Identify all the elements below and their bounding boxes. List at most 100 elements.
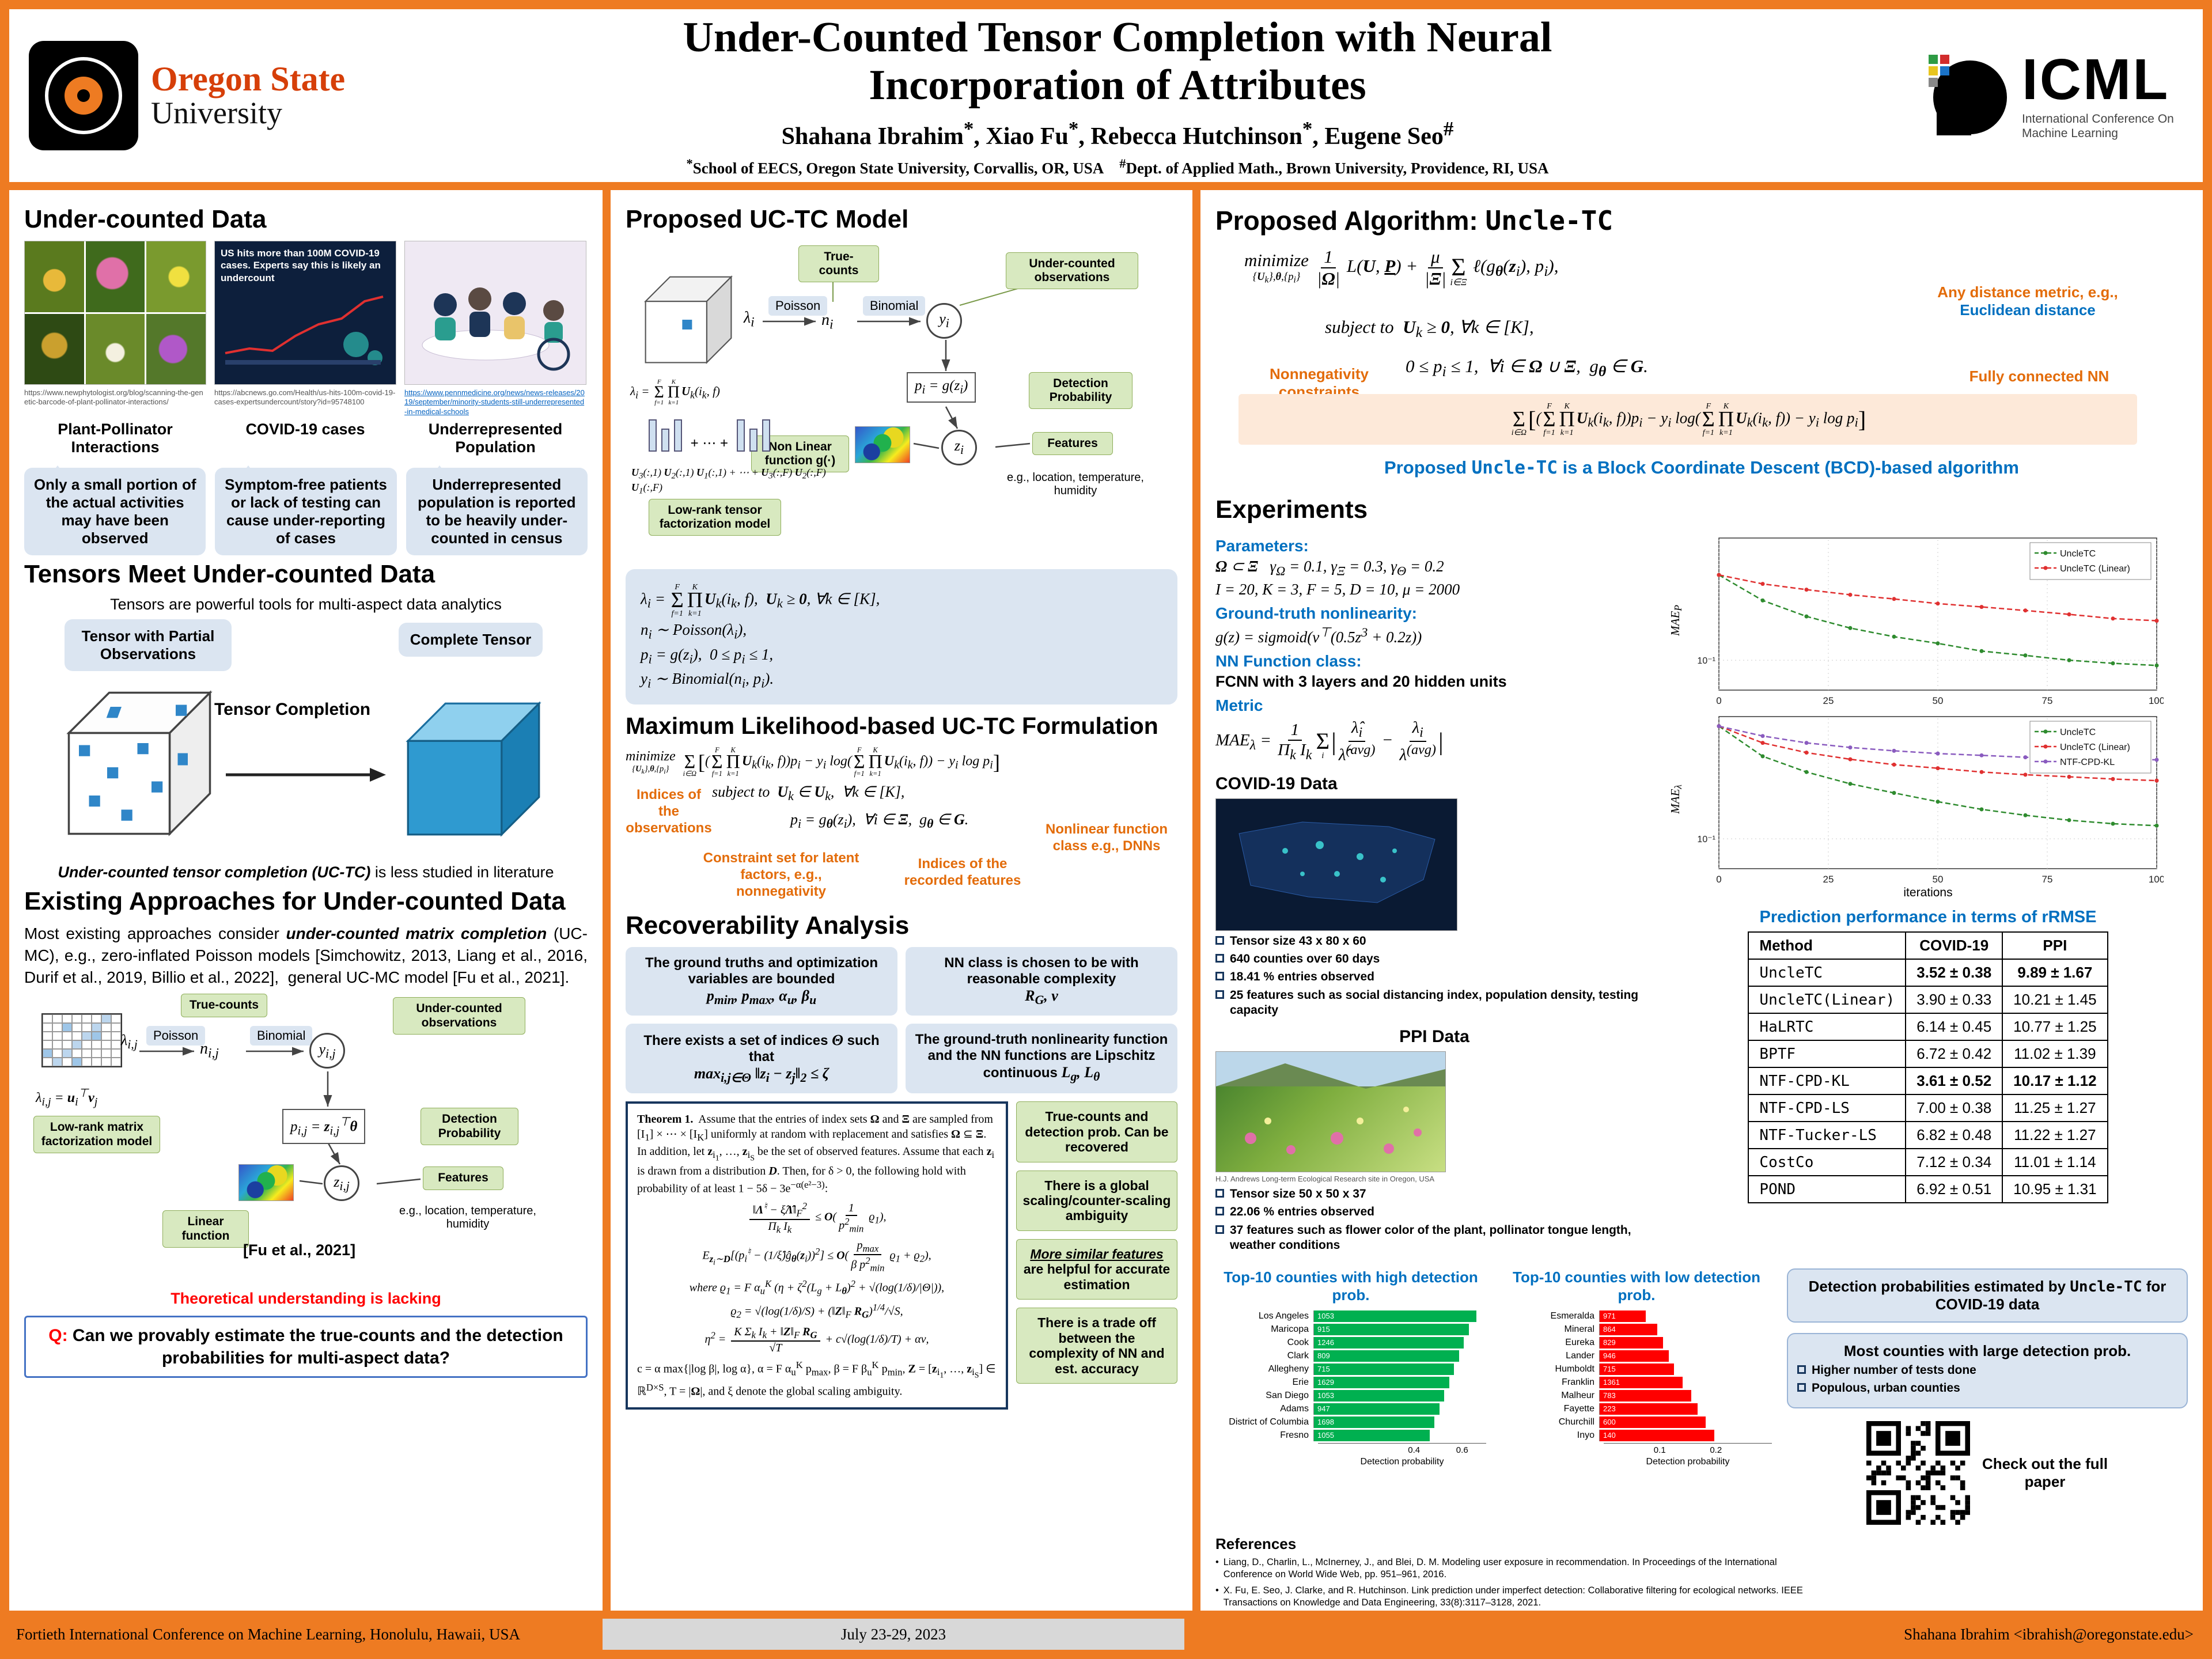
bar-row: Clark 809 — [1215, 1350, 1486, 1362]
col-header-covid: COVID-19 — [1905, 931, 2003, 960]
callout-large-detection: Most counties with large detection prob.… — [1787, 1333, 2188, 1408]
icml-subtitle: International Conference On Machine Lear… — [2022, 112, 2174, 140]
bar: 946 — [1600, 1350, 1669, 1362]
svg-text:100: 100 — [2149, 695, 2164, 706]
low-rank-tensor-label: Low-rank tensor factorization model — [649, 499, 781, 536]
bar-row: Franklin 1361 — [1501, 1376, 1772, 1388]
section-title-tensors: Tensors Meet Under-counted Data — [24, 560, 435, 589]
section-title-existing: Existing Approaches for Under-counted Da… — [24, 887, 566, 916]
covid-data-title: COVID-19 Data — [1215, 774, 1338, 793]
ppi-data-title: PPI Data — [1399, 1027, 1469, 1047]
bar-track: 1246 — [1313, 1336, 1486, 1349]
detection-prob-label: Detection Probability — [1029, 372, 1132, 410]
axis-tick: 0.4 — [1408, 1445, 1421, 1455]
bar: 1053 — [1314, 1389, 1445, 1402]
callout-estimated: Detection probabilities estimated by Unc… — [1787, 1268, 2188, 1323]
experiments-row: Parameters: Ω ⊂ Ξ γΩ = 0.1, γΞ = 0.3, γΘ… — [1215, 531, 2188, 1256]
callout-census: Underrepresented population is reported … — [406, 465, 588, 556]
figure-url[interactable]: https://www.newphytologist.org/blog/scan… — [24, 388, 203, 407]
lambda-matrix-eq: λi,j = ui⊤vj — [36, 1087, 98, 1109]
completion-arrow — [226, 768, 386, 782]
population-illustration-image — [404, 241, 586, 385]
true-counts-label: True-counts — [798, 245, 879, 283]
county-label: Franklin — [1562, 1377, 1594, 1387]
model-eq-3: pi = g(zi), 0 ≤ pi ≤ 1, — [641, 645, 774, 666]
experiments-settings: Parameters: Ω ⊂ Ξ γΩ = 0.1, γΞ = 0.3, γΘ… — [1215, 531, 1653, 1256]
low-rank-matrix-label: Low-rank matrix factorization model — [33, 1116, 160, 1153]
bar-track: 971 — [1599, 1310, 1772, 1322]
note-indices-observations: Indices of the observations — [626, 786, 712, 836]
bar-value: 715 — [1603, 1365, 1616, 1374]
bullet-icon: • — [1215, 1585, 1219, 1596]
icml-name: ICML — [2022, 47, 2170, 112]
references-title: References — [1215, 1535, 1297, 1552]
footer-dates: July 23-29, 2023 — [603, 1619, 1184, 1650]
header: Oregon State University Under-Counted Te… — [9, 9, 2203, 182]
ucmc-diagram: λi,j = ui⊤vj Low-rank matrix factorizati… — [24, 994, 588, 1282]
figure-url[interactable]: https://www.pennmedicine.org/news/news-r… — [404, 388, 585, 416]
nn-class-label: NN Function class: — [1215, 652, 1362, 671]
bar: 1698 — [1314, 1416, 1435, 1428]
linear-function-label: Linear function — [162, 1210, 249, 1248]
theorem-eq-3: where ϱ1 = F αuK (η + ζ2(Lg + Lθ)2 + √(l… — [689, 1278, 945, 1297]
callout-scaling: There is a global scaling/counter-scalin… — [1016, 1170, 1177, 1231]
column-right: Proposed Algorithm: Uncle-TC minimize{Uk… — [1200, 190, 2203, 1611]
theorem-notation: c = α max{|log β|, log α}, α = F αuK pma… — [637, 1359, 996, 1398]
bar-value: 783 — [1603, 1391, 1616, 1400]
section-title-uctc-model: Proposed UC-TC Model — [626, 205, 909, 233]
footer-contact: Shahana Ibrahim <ibrahish@oregonstate.ed… — [1904, 1625, 2194, 1643]
poster-title: Under-Counted Tensor Completion with Neu… — [409, 14, 1826, 109]
qr-caption: Check out the full paper — [1982, 1455, 2108, 1490]
bar-value: 1361 — [1603, 1378, 1620, 1387]
county-label: Clark — [1287, 1350, 1309, 1361]
assumption-grid: The ground truths and optimization varia… — [626, 946, 1177, 1094]
bar-track: 809 — [1313, 1350, 1486, 1362]
bcd-note: Proposed Uncle-TC is a Block Coordinate … — [1384, 457, 2019, 478]
county-label: Lander — [1566, 1350, 1594, 1361]
poster-body: Under-counted Data https://www.newphytol… — [9, 190, 2203, 1611]
ppi-bullet: Tensor size 50 x 50 x 37 — [1215, 1187, 1653, 1202]
lambda-ij: λi,j — [121, 1032, 138, 1052]
county-label: Esmeralda — [1550, 1310, 1594, 1321]
bar-track: 1698 — [1313, 1416, 1486, 1428]
county-label: Eureka — [1565, 1337, 1594, 1347]
theorem-callouts: True-counts and detection prob. Can be r… — [1016, 1101, 1177, 1409]
y-node: yi,j — [309, 1033, 345, 1069]
county-label: Adams — [1280, 1403, 1309, 1414]
bar: 947 — [1314, 1403, 1440, 1415]
covid-news-chart-icon — [225, 295, 384, 365]
references: References •Liang, D., Charlin, L., McIn… — [1215, 1535, 1826, 1609]
assumption-bounded: The ground truths and optimization varia… — [626, 946, 897, 1016]
callout-similar-features: More similar features are helpful for ac… — [1016, 1238, 1177, 1300]
note-distance-metric: Any distance metric, e.g.,Euclidean dist… — [1937, 283, 2118, 319]
low-detection-title: Top-10 counties with low detection prob. — [1513, 1268, 1760, 1304]
figure-url[interactable]: https://abcnews.go.com/Health/us-hits-10… — [214, 388, 396, 407]
svg-text:10⁻¹: 10⁻¹ — [1697, 656, 1715, 666]
bar-value: 715 — [1317, 1365, 1330, 1374]
features-examples: e.g., location, temperature, humidity — [399, 1205, 536, 1231]
question-box: Q: Can we provably estimate the true-cou… — [24, 1316, 588, 1378]
tensor-completion-diagram: Tensor with Partial Observations Complet… — [24, 619, 588, 861]
checkbox-icon — [1215, 1207, 1224, 1216]
covid-bullet: 640 counties over 60 days — [1215, 952, 1653, 967]
callout-pollinator: Only a small portion of the actual activ… — [24, 465, 206, 556]
col-header-method: Method — [1748, 931, 1907, 960]
callout-tradeoff: There is a trade off between the complex… — [1016, 1308, 1177, 1384]
pollinator-collage-image — [24, 241, 206, 385]
svg-text:10⁻¹: 10⁻¹ — [1697, 835, 1715, 844]
binomial-label: Binomial — [863, 296, 926, 316]
covid-news-image: US hits more than 100M COVID-19 cases. E… — [214, 241, 396, 385]
